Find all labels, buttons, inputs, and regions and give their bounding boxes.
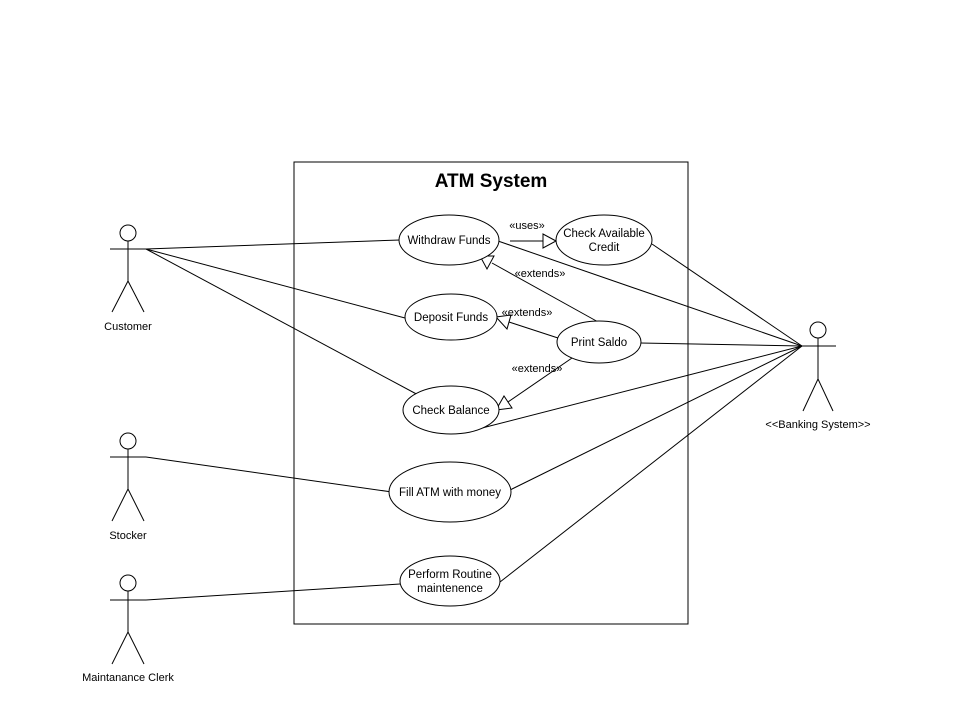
use-case-label: Print Saldo	[571, 337, 627, 349]
uses-arrowhead	[542, 233, 558, 249]
actor-customer[interactable]: Customer	[104, 224, 152, 333]
association-banking-withdraw	[497, 240, 803, 347]
extends-deposit-line	[508, 321, 559, 339]
extends-balance-arrowhead	[495, 395, 513, 411]
association-customer-withdraw	[145, 239, 401, 250]
actor-stocker[interactable]: Stocker	[109, 432, 147, 542]
association-banking-fill	[509, 345, 803, 491]
uses-relationship: «uses»	[509, 220, 558, 249]
association-banking-credit	[651, 243, 803, 347]
association-banking-balance	[481, 345, 803, 429]
actor-label: Maintanance Clerk	[82, 672, 174, 684]
system-title: ATM System	[435, 171, 548, 192]
use-case-print-saldo[interactable]: Print Saldo	[556, 320, 642, 364]
extends-withdraw-line	[491, 262, 601, 324]
actor-label: <<Banking System>>	[765, 419, 870, 431]
use-case-deposit-funds[interactable]: Deposit Funds	[404, 293, 498, 341]
association-stocker-fill	[145, 456, 393, 493]
extends-deposit-relationship: «extends»	[494, 307, 559, 339]
stick-figure-icon	[110, 432, 146, 522]
use-case-routine-maintenance[interactable]: Perform Routine maintenence	[399, 555, 501, 607]
actor-banking-system[interactable]: <<Banking System>>	[765, 321, 871, 431]
uses-label: «uses»	[509, 220, 544, 232]
use-case-label: Deposit Funds	[414, 312, 488, 324]
customer-associations	[145, 239, 423, 398]
use-case-withdraw-funds[interactable]: Withdraw Funds	[398, 214, 500, 266]
extends-balance-line	[507, 357, 573, 403]
use-case-label: Fill ATM with money	[399, 487, 501, 499]
extends-deposit-label: «extends»	[502, 307, 553, 319]
extends-balance-relationship: «extends»	[495, 357, 573, 411]
stick-figure-icon	[110, 574, 146, 665]
association-banking-maintenance	[499, 345, 803, 583]
use-case-label-line1: Perform Routine	[408, 569, 492, 581]
use-case-label-line2: Credit	[589, 242, 620, 254]
association-clerk-maintenance	[145, 583, 401, 601]
extends-withdraw-label: «extends»	[515, 268, 566, 280]
stick-figure-icon	[110, 224, 146, 313]
association-banking-saldo	[639, 342, 803, 347]
use-case-label: Withdraw Funds	[407, 235, 490, 247]
actor-label: Customer	[104, 321, 152, 333]
extends-withdraw-relationship: «extends»	[479, 255, 601, 324]
use-case-check-balance[interactable]: Check Balance	[402, 385, 500, 435]
extends-deposit-arrowhead	[494, 314, 512, 330]
use-case-check-available-credit[interactable]: Check Available Credit	[555, 214, 653, 266]
association-customer-balance	[145, 248, 423, 398]
stick-figure-icon	[800, 321, 836, 412]
use-case-label-line2: maintenence	[417, 583, 483, 595]
use-case-label: Check Balance	[412, 405, 489, 417]
use-case-fill-atm[interactable]: Fill ATM with money	[388, 461, 512, 523]
use-case-label-line1: Check Available	[563, 228, 645, 240]
actor-maintenance-clerk[interactable]: Maintanance Clerk	[82, 574, 174, 684]
actor-label: Stocker	[109, 530, 147, 542]
banking-associations	[481, 240, 803, 583]
association-customer-deposit	[145, 248, 406, 319]
extends-balance-label: «extends»	[512, 363, 563, 375]
